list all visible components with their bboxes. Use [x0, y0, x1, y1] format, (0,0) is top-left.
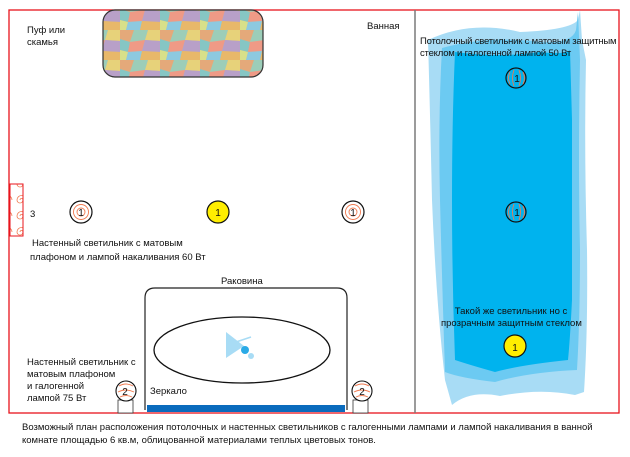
clear-glass-note-line: прозрачным защитным стеклом — [441, 318, 582, 329]
wall-lamp-75w-line: матовым плафоном — [27, 369, 116, 380]
pouf-label-line: скамья — [27, 37, 59, 48]
mirror-label: Зеркало — [150, 386, 187, 397]
mirror-lamp-left — [115, 380, 137, 402]
lamp-number: 1 — [512, 343, 518, 354]
wall-lamp-75w-line: Настенный светильник с — [27, 357, 136, 368]
ceiling-lamp-note-line: Потолочный светильник с матовым защитным — [420, 36, 617, 47]
pouf-bench — [102, 9, 264, 78]
wall-lamp-75w-line: и галогенной — [27, 381, 85, 392]
lamp-number: 1 — [514, 208, 520, 219]
bath-lamp-top — [505, 67, 527, 89]
sink-label: Раковина — [221, 276, 263, 287]
clear-glass-note: Такой же светильник но с прозрачным защи… — [441, 306, 582, 330]
clear-glass-note-line: Такой же светильник но с — [454, 306, 568, 317]
bath-lamp-middle — [505, 201, 527, 223]
ceiling-lamp-note: Потолочный светильник с матовым защитным… — [420, 36, 617, 60]
ceiling-lamp-note-line: стеклом и галогенной лампой 50 Вт — [420, 48, 572, 59]
wall-lamp-60w-note: Настенный светильник с матовым плафоном … — [30, 237, 206, 265]
wall-lamp-75w-line: лампой 75 Вт — [27, 393, 87, 404]
lamp-number: 2 — [359, 387, 365, 398]
panel-number: 3 — [30, 209, 36, 220]
lamp-mount-right — [352, 399, 369, 414]
wall-lamp-75w-note: Настенный светильник с матовым плафоном … — [27, 357, 136, 405]
mirror — [147, 405, 345, 412]
lamp-number: 1 — [78, 208, 84, 219]
figure-caption: Возможный план расположения потолочных и… — [22, 422, 593, 446]
bathtub-label: Ванная — [367, 21, 400, 32]
lamp-number: 1 — [514, 74, 520, 85]
pouf-label: Пуф или скамья — [27, 25, 65, 49]
faucet-icon — [226, 332, 254, 359]
heated-panel — [9, 183, 24, 237]
wall-lamp-right — [341, 200, 365, 224]
room-wall — [8, 9, 620, 414]
lamp-number: 1 — [350, 208, 356, 219]
pouf-label-line: Пуф или — [27, 25, 66, 36]
lamp-number: 2 — [122, 387, 128, 398]
mirror-lamp-right — [351, 380, 373, 402]
wall-lamp-60w-line: плафоном и лампой накаливания 60 Вт — [30, 252, 206, 263]
wall-lamp-60w-line: Настенный светильник с матовым — [32, 238, 183, 249]
ceiling-lamp-halogen — [206, 200, 230, 224]
lamp-number: 1 — [215, 208, 221, 219]
bath-lamp-bottom-clear — [503, 334, 527, 358]
wall-lamp-left — [69, 200, 93, 224]
